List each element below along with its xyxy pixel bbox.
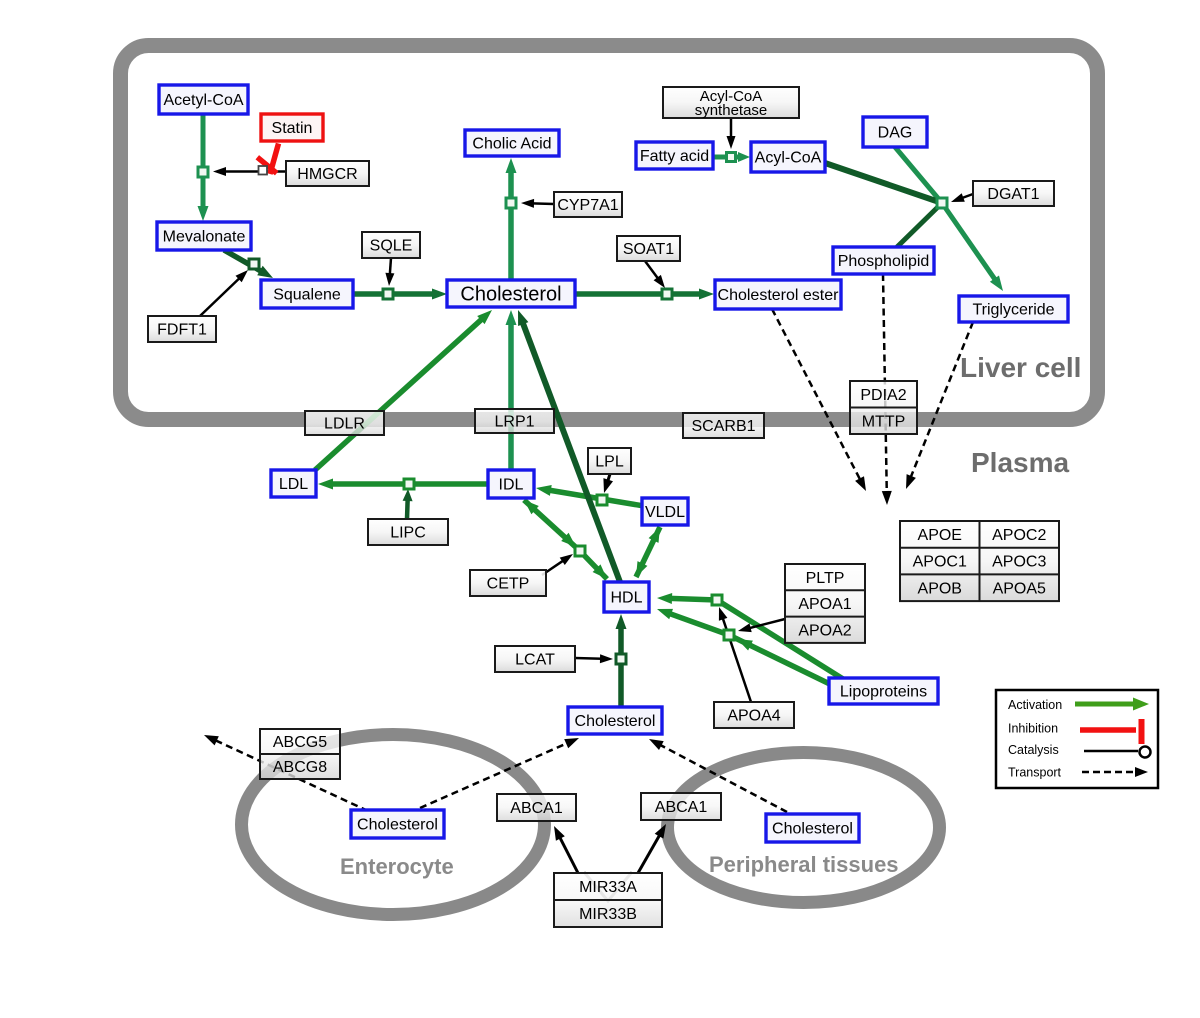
svg-text:APOA2: APOA2 (798, 622, 851, 639)
svg-text:APOC2: APOC2 (992, 527, 1046, 544)
svg-text:IDL: IDL (499, 477, 524, 494)
svg-text:Catalysis: Catalysis (1008, 743, 1059, 757)
svg-text:Liver cell: Liver cell (960, 352, 1081, 383)
svg-text:LRP1: LRP1 (494, 414, 534, 431)
svg-text:APOA5: APOA5 (993, 580, 1046, 597)
svg-text:APOA4: APOA4 (727, 708, 780, 725)
svg-text:APOA1: APOA1 (798, 596, 851, 613)
svg-text:Lipoproteins: Lipoproteins (840, 684, 927, 701)
svg-text:MIR33A: MIR33A (579, 879, 637, 896)
svg-text:CETP: CETP (487, 576, 530, 593)
svg-text:ABCA1: ABCA1 (655, 799, 708, 816)
svg-text:Cholesterol: Cholesterol (772, 821, 853, 838)
svg-text:Squalene: Squalene (273, 287, 341, 304)
svg-text:Mevalonate: Mevalonate (163, 229, 246, 246)
svg-text:LCAT: LCAT (515, 652, 555, 669)
svg-text:Phospholipid: Phospholipid (838, 253, 930, 270)
svg-text:Statin: Statin (272, 120, 313, 137)
svg-text:Cholesterol: Cholesterol (460, 284, 561, 306)
svg-text:LIPC: LIPC (390, 525, 426, 542)
svg-text:LPL: LPL (595, 454, 624, 471)
svg-text:PLTP: PLTP (806, 570, 845, 587)
svg-text:VLDL: VLDL (645, 504, 685, 521)
svg-text:SOAT1: SOAT1 (623, 241, 674, 258)
svg-text:Cholesterol: Cholesterol (357, 817, 438, 834)
svg-text:HDL: HDL (610, 590, 642, 607)
svg-text:Cholesterol: Cholesterol (575, 713, 656, 730)
svg-text:Triglyceride: Triglyceride (972, 302, 1054, 319)
svg-text:MIR33B: MIR33B (579, 906, 637, 923)
svg-text:PDIA2: PDIA2 (860, 387, 906, 404)
svg-text:LDL: LDL (279, 476, 308, 493)
svg-text:synthetase: synthetase (695, 102, 768, 119)
svg-text:SCARB1: SCARB1 (691, 418, 755, 435)
svg-text:Acyl-CoA: Acyl-CoA (755, 150, 822, 167)
svg-text:DAG: DAG (878, 125, 913, 142)
svg-text:Acetyl-CoA: Acetyl-CoA (163, 92, 243, 109)
svg-text:Peripheral tissues: Peripheral tissues (709, 852, 899, 877)
svg-text:Inhibition: Inhibition (1008, 722, 1058, 736)
svg-text:CYP7A1: CYP7A1 (557, 197, 618, 214)
svg-text:DGAT1: DGAT1 (987, 186, 1039, 203)
svg-text:LDLR: LDLR (324, 416, 365, 433)
svg-text:ABCG5: ABCG5 (273, 734, 327, 751)
svg-text:ABCA1: ABCA1 (510, 800, 563, 817)
svg-text:Transport: Transport (1008, 766, 1062, 780)
svg-text:HMGCR: HMGCR (297, 166, 357, 183)
svg-text:FDFT1: FDFT1 (157, 322, 207, 339)
svg-text:Plasma: Plasma (971, 447, 1069, 478)
svg-text:ABCG8: ABCG8 (273, 759, 327, 776)
svg-text:APOE: APOE (918, 527, 962, 544)
svg-text:Acyl-CoA: Acyl-CoA (700, 88, 763, 105)
svg-text:Cholesterol ester: Cholesterol ester (718, 287, 840, 304)
svg-text:Activation: Activation (1008, 698, 1062, 712)
svg-text:APOC3: APOC3 (992, 554, 1046, 571)
svg-text:MTTP: MTTP (862, 413, 906, 430)
svg-text:Cholic Acid: Cholic Acid (472, 136, 551, 153)
svg-text:Enterocyte: Enterocyte (340, 854, 454, 879)
svg-text:SQLE: SQLE (370, 238, 413, 255)
svg-text:Fatty acid: Fatty acid (640, 148, 709, 165)
svg-text:APOC1: APOC1 (913, 554, 967, 571)
svg-text:APOB: APOB (918, 580, 962, 597)
